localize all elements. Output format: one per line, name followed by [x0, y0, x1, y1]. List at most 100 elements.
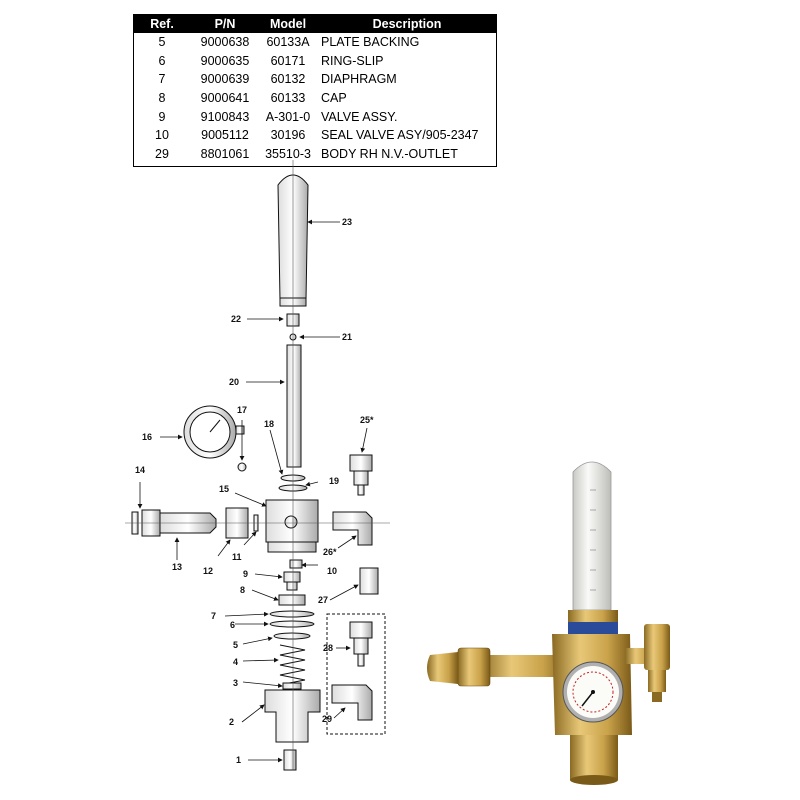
diaphragm-cap: [278, 594, 306, 606]
parts-table: Ref. P/N Model Description 5 9000638 60133…: [133, 14, 497, 163]
cell-ref: 29: [155, 146, 169, 161]
callout-6: 6: [230, 620, 235, 630]
centerlines: [125, 160, 390, 770]
diagram-parts: [131, 174, 386, 771]
body-base-ring: [267, 541, 317, 553]
cell-description: SEAL VALVE ASY/905-2347: [321, 128, 479, 143]
callout-4: 4: [233, 657, 238, 667]
callout-29: 29: [322, 714, 332, 724]
callout-18: 18: [264, 419, 274, 429]
backing-plate: [273, 632, 311, 640]
cell-description: PLATE BACKING: [321, 35, 420, 50]
callout-5: 5: [233, 640, 238, 650]
cell-ref: 5: [158, 35, 166, 50]
cell-description: DIAPHRAGM: [321, 72, 397, 87]
cell-model: 35510-3: [265, 146, 311, 161]
cell-description: RING-SLIP: [321, 53, 384, 68]
photo-gauge-needle: [581, 691, 594, 707]
callout-11: 11: [232, 552, 242, 562]
adjusting-screw: [283, 749, 297, 771]
callout-13: 13: [172, 562, 182, 572]
valve-seal: [289, 559, 303, 569]
table-row: 29 8801061 35510-3 BODY RH N.V.-OUTLET: [133, 145, 497, 164]
cell-ref: 7: [158, 72, 166, 87]
callout-28: 28: [323, 643, 333, 653]
callout-25: 25*: [360, 415, 374, 425]
callout-3: 3: [233, 678, 238, 688]
photo-inlet-nut: [457, 647, 491, 687]
header-pn: P/N: [191, 14, 259, 33]
callout-10: 10: [327, 566, 337, 576]
regulator-spring: [279, 644, 306, 685]
gauge-stem: [235, 425, 245, 435]
slip-ring: [269, 620, 315, 628]
callout-8: 8: [240, 585, 245, 595]
callout-14: 14: [135, 465, 145, 475]
callout-19: 19: [329, 476, 339, 486]
callout-20: 20: [229, 377, 239, 387]
callout-1: 1: [236, 755, 241, 765]
table-row: 5 9000638 60133A PLATE BACKING: [133, 33, 497, 52]
outlet-body-rh: [331, 684, 373, 721]
cell-ref: 9: [158, 109, 166, 124]
cell-model: 60133: [270, 91, 306, 106]
callout-26: 26*: [323, 547, 337, 557]
cell-pn: 9100843: [200, 109, 250, 124]
bonnet: [264, 689, 321, 743]
table-row: 6 9000635 60171 RING-SLIP: [133, 52, 497, 71]
callout-9: 9: [243, 569, 248, 579]
callout-21: 21: [342, 332, 352, 342]
header-ref: Ref.: [133, 14, 191, 33]
gauge-oring: [237, 462, 247, 472]
callout-16: 16: [142, 432, 152, 442]
photo-bonnet: [570, 735, 618, 780]
cell-model: A-301-0: [265, 109, 311, 124]
cell-description: BODY RH N.V.-OUTLET: [321, 146, 458, 161]
header-model: Model: [259, 14, 317, 33]
outlet-elbow: [332, 511, 373, 546]
photo-inlet-nipple: [427, 652, 458, 684]
needle-valve: [349, 454, 373, 472]
diaphragm: [269, 610, 315, 618]
photo-outlet-valve: [644, 624, 670, 670]
photo-inlet-pipe: [480, 655, 570, 677]
check-valve: [349, 621, 373, 639]
cell-pn: 8801061: [200, 146, 250, 161]
table-row: 7 9000639 60132 DIAPHRAGM: [133, 70, 497, 89]
cell-pn: 9000641: [200, 91, 250, 106]
cell-ref: 6: [158, 53, 166, 68]
outlet-fitting: [359, 567, 379, 595]
flow-tube: [286, 344, 302, 468]
cell-pn: 9000635: [200, 53, 250, 68]
callout-labels: 23 22 21 20 18 17 16 19 15 14 13 12 11 1…: [135, 217, 374, 765]
callout-17: 17: [237, 405, 247, 415]
callout-15: 15: [219, 484, 229, 494]
photo-flow-tube: [572, 461, 612, 611]
cell-ref: 10: [155, 128, 169, 143]
cell-pn: 9005112: [201, 128, 249, 143]
callout-23: 23: [342, 217, 352, 227]
spring-button: [282, 682, 302, 690]
photo-label-band: [568, 622, 618, 634]
callout-12: 12: [203, 566, 213, 576]
product-photo: [427, 461, 670, 785]
callout-2: 2: [229, 717, 234, 727]
table-header-row: Ref. P/N Model Description: [133, 14, 497, 33]
outlet-option-box: [326, 613, 386, 735]
leader-lines: [137, 219, 368, 763]
cell-ref: 8: [158, 91, 166, 106]
cell-description: VALVE ASSY.: [321, 109, 398, 124]
cell-model: 60171: [270, 53, 306, 68]
cell-pn: 9000639: [200, 72, 250, 87]
cell-model: 60133A: [266, 35, 310, 50]
cell-pn: 9000638: [200, 35, 250, 50]
callout-22: 22: [231, 314, 241, 324]
callout-27: 27: [318, 595, 328, 605]
body-port: [284, 515, 298, 529]
cell-model: 60132: [270, 72, 306, 87]
table-row: 9 9100843 A-301-0 VALVE ASSY.: [133, 107, 497, 126]
callout-7: 7: [211, 611, 216, 621]
